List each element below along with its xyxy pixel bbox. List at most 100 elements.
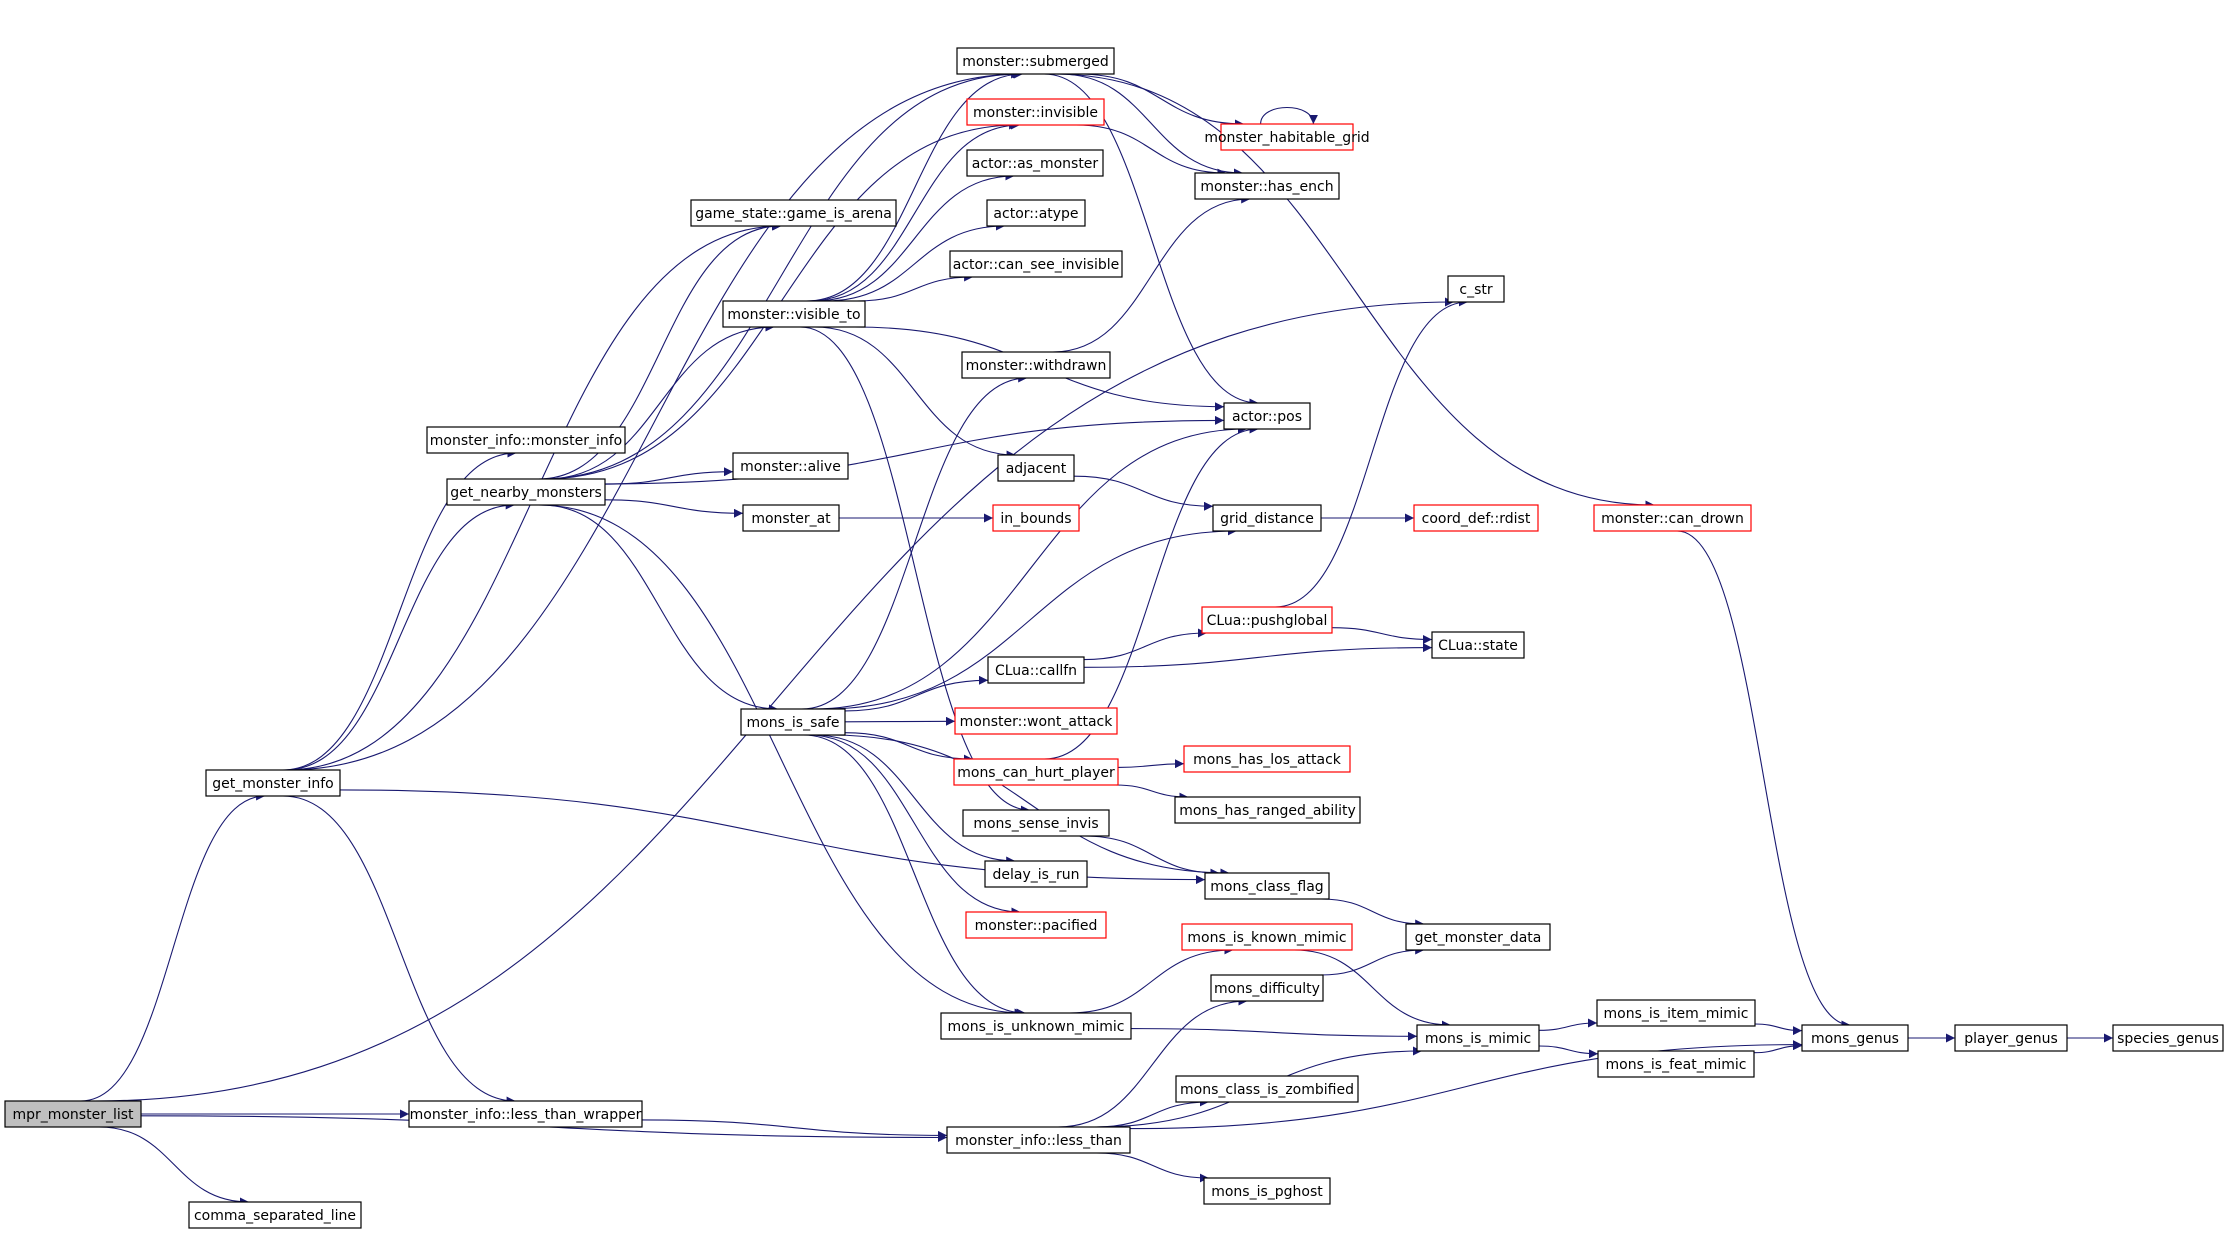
node-mons_has_ranged_ability[interactable]: mons_has_ranged_ability [1174,796,1361,824]
node-box[interactable] [962,809,1110,837]
node-get_monster_data[interactable]: get_monster_data [1405,923,1551,951]
node-mons_sense_invis[interactable]: mons_sense_invis [962,809,1110,837]
node-species_genus[interactable]: species_genus [2112,1024,2224,1052]
node-comma_separated_line[interactable]: comma_separated_line [188,1201,362,1229]
node-box[interactable] [722,300,866,328]
node-box[interactable] [742,504,840,532]
node-box[interactable] [1431,631,1525,659]
node-game_is_arena[interactable]: game_state::game_is_arena [690,199,897,227]
node-actor_atype[interactable]: actor::atype [986,199,1086,227]
node-box[interactable] [408,1100,643,1128]
node-box[interactable] [1416,1024,1540,1052]
node-mons_class_flag[interactable]: mons_class_flag [1204,872,1330,900]
node-monster_info_less_than[interactable]: monster_info::less_than [946,1126,1131,1154]
node-box[interactable] [1596,999,1756,1027]
node-mons_can_hurt_player[interactable]: mons_can_hurt_player [953,758,1119,786]
node-box[interactable] [1201,606,1333,634]
node-box[interactable] [1405,923,1551,951]
node-monster_info_ctor[interactable]: monster_info::monster_info [426,426,626,454]
node-monster_habitable_grid[interactable]: monster_habitable_grid [1204,123,1370,151]
node-box[interactable] [987,656,1085,684]
node-clua_state[interactable]: CLua::state [1431,631,1525,659]
node-box[interactable] [1210,974,1324,1002]
node-box[interactable] [966,149,1104,177]
node-box[interactable] [1593,504,1752,532]
node-mons_is_unknown_mimic[interactable]: mons_is_unknown_mimic [940,1012,1132,1040]
node-box[interactable] [1194,172,1340,200]
node-box[interactable] [732,452,849,480]
node-adjacent[interactable]: adjacent [997,454,1075,482]
node-in_bounds[interactable]: in_bounds [992,504,1080,532]
node-monster_has_ench[interactable]: monster::has_ench [1194,172,1340,200]
node-box[interactable] [1447,275,1505,303]
node-box[interactable] [1954,1024,2068,1052]
node-box[interactable] [940,1012,1132,1040]
node-box[interactable] [426,426,626,454]
node-actor_pos[interactable]: actor::pos [1223,402,1311,430]
node-monster_visible_to[interactable]: monster::visible_to [722,300,866,328]
node-mons_is_safe[interactable]: mons_is_safe [740,708,846,736]
node-box[interactable] [2112,1024,2224,1052]
node-get_nearby_monsters[interactable]: get_nearby_monsters [446,478,606,506]
node-mpr_monster_list[interactable]: mpr_monster_list [4,1100,142,1128]
node-monster_invisible[interactable]: monster::invisible [966,98,1105,126]
node-player_genus[interactable]: player_genus [1954,1024,2068,1052]
node-mons_is_pghost[interactable]: mons_is_pghost [1203,1177,1331,1205]
node-mons_is_mimic[interactable]: mons_is_mimic [1416,1024,1540,1052]
node-get_monster_info[interactable]: get_monster_info [205,769,341,797]
node-monster_pacified[interactable]: monster::pacified [965,911,1107,939]
node-box[interactable] [740,708,846,736]
node-monster_info_ltw[interactable]: monster_info::less_than_wrapper [408,1100,643,1128]
node-box[interactable] [1223,402,1311,430]
node-monster_can_drown[interactable]: monster::can_drown [1593,504,1752,532]
node-mons_genus[interactable]: mons_genus [1801,1024,1909,1052]
node-mons_is_feat_mimic[interactable]: mons_is_feat_mimic [1597,1050,1755,1078]
node-clua_pushglobal[interactable]: CLua::pushglobal [1201,606,1333,634]
node-c_str[interactable]: c_str [1447,275,1505,303]
node-actor_can_see_invisible[interactable]: actor::can_see_invisible [949,250,1123,278]
node-box[interactable] [1203,1177,1331,1205]
node-mons_has_los_attack[interactable]: mons_has_los_attack [1183,745,1351,773]
node-box[interactable] [997,454,1075,482]
node-monster_wont_attack[interactable]: monster::wont_attack [954,707,1118,735]
node-box[interactable] [986,199,1086,227]
node-box[interactable] [1174,796,1361,824]
node-mons_is_item_mimic[interactable]: mons_is_item_mimic [1596,999,1756,1027]
node-box[interactable] [965,911,1107,939]
node-box[interactable] [1212,504,1322,532]
node-box[interactable] [946,1126,1131,1154]
node-box[interactable] [954,707,1118,735]
node-box[interactable] [992,504,1080,532]
node-monster_submerged[interactable]: monster::submerged [956,47,1115,75]
node-box[interactable] [1181,923,1353,951]
node-box[interactable] [961,351,1111,379]
node-mons_is_known_mimic[interactable]: mons_is_known_mimic [1181,923,1353,951]
node-delay_is_run[interactable]: delay_is_run [984,860,1088,888]
node-clua_callfn[interactable]: CLua::callfn [987,656,1085,684]
node-box[interactable] [984,860,1088,888]
node-box[interactable] [446,478,606,506]
node-mons_class_is_zombified[interactable]: mons_class_is_zombified [1175,1075,1359,1103]
node-grid_distance[interactable]: grid_distance [1212,504,1322,532]
node-mons_difficulty[interactable]: mons_difficulty [1210,974,1324,1002]
node-box[interactable] [953,758,1119,786]
node-coord_def_rdist[interactable]: coord_def::rdist [1413,504,1539,532]
node-monster_withdrawn[interactable]: monster::withdrawn [961,351,1111,379]
node-box[interactable] [1801,1024,1909,1052]
node-box[interactable] [1183,745,1351,773]
node-box[interactable] [205,769,341,797]
node-box[interactable] [1597,1050,1755,1078]
node-box[interactable] [690,199,897,227]
node-actor_as_monster[interactable]: actor::as_monster [966,149,1104,177]
node-box[interactable] [1175,1075,1359,1103]
node-monster_alive[interactable]: monster::alive [732,452,849,480]
node-box[interactable] [4,1100,142,1128]
node-box[interactable] [956,47,1115,75]
node-monster_at[interactable]: monster_at [742,504,840,532]
node-box[interactable] [1204,872,1330,900]
node-box[interactable] [1413,504,1539,532]
node-box[interactable] [1220,123,1354,151]
node-box[interactable] [966,98,1105,126]
node-box[interactable] [949,250,1123,278]
node-box[interactable] [188,1201,362,1229]
